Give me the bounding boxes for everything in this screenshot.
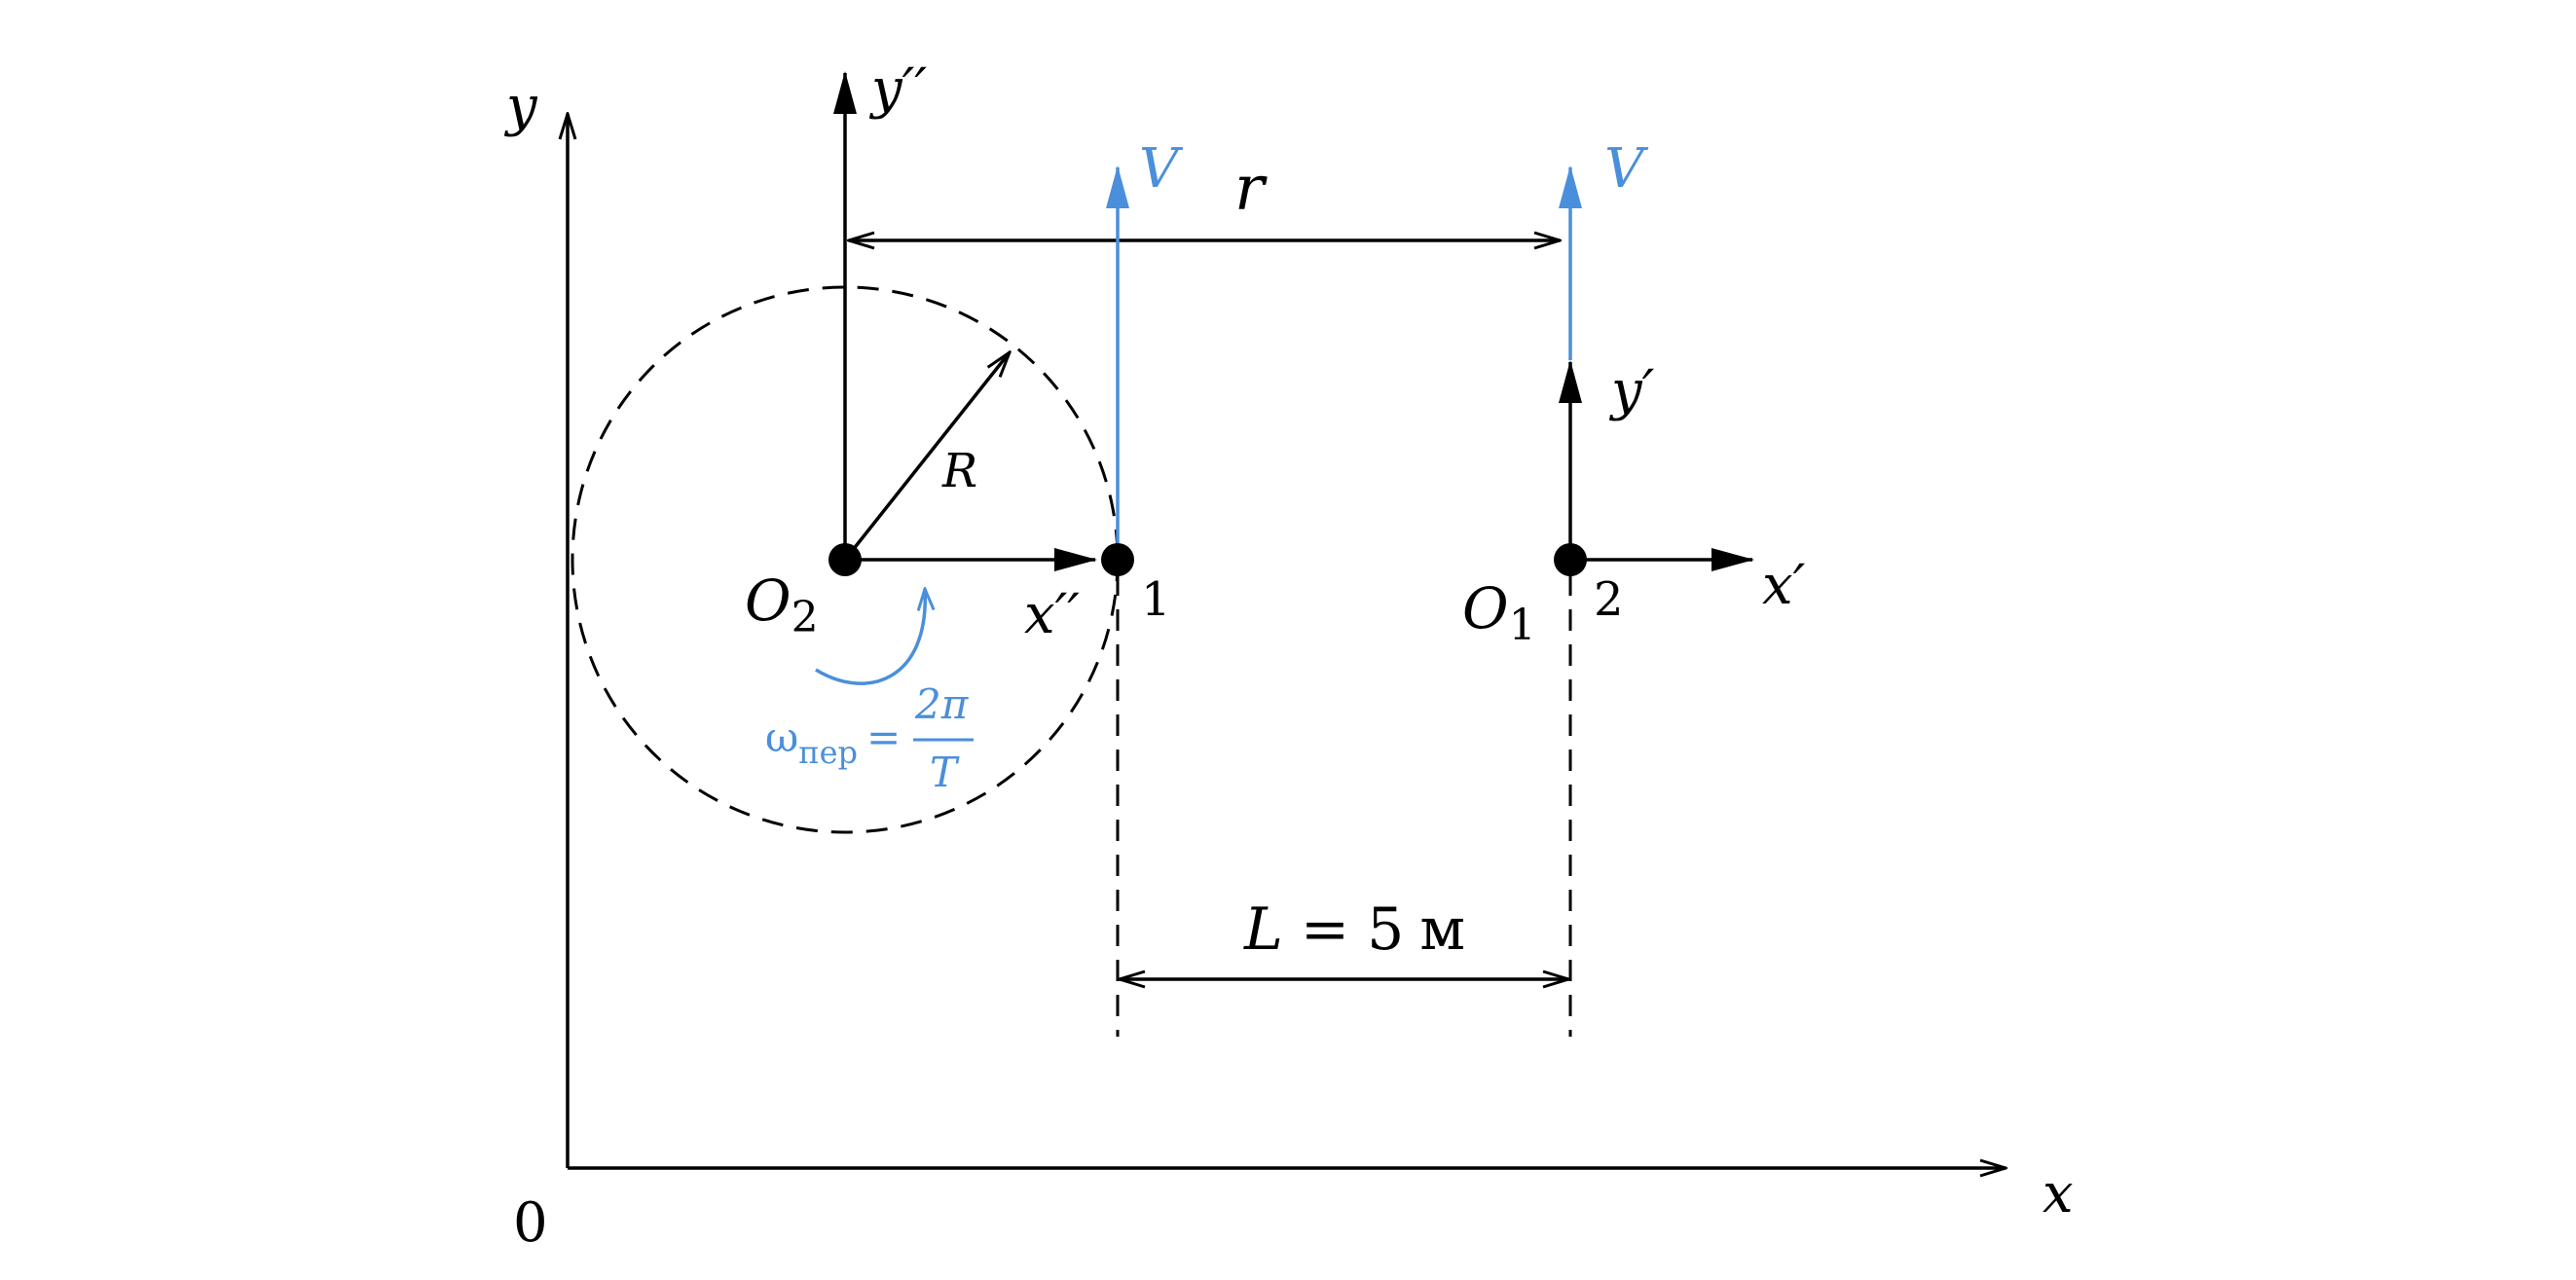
rotation-arrow: [815, 589, 925, 685]
radius-arrow: [843, 352, 1010, 562]
distance-r-label: r: [1234, 153, 1268, 225]
omega-symbol: ω: [765, 713, 798, 761]
moving-x-label: x′′: [1024, 583, 1080, 646]
omega-numerator: 2π: [914, 680, 970, 728]
point-2-label: 2: [1594, 572, 1624, 627]
point-2: [1554, 543, 1587, 576]
velocity-1-label: V: [1139, 137, 1184, 201]
omega-formula: ωпер = 2π T: [765, 680, 974, 796]
o1-label: O1: [1462, 575, 1536, 650]
origin-label: 0: [513, 1191, 548, 1255]
moving-y-label: y′′: [868, 57, 927, 121]
svg-text:ωпер: ωпер: [765, 713, 858, 771]
frame1-x-label: x′: [1762, 554, 1806, 617]
velocity-2-label: V: [1604, 137, 1649, 201]
omega-subscript: пер: [798, 734, 858, 771]
point-1: [1101, 543, 1134, 576]
point-1-label: 1: [1141, 572, 1171, 627]
o2-label: O2: [745, 567, 819, 642]
main-x-label: x: [2042, 1162, 2074, 1225]
point-o2: [828, 543, 862, 576]
omega-equals: =: [866, 713, 901, 761]
frame1-y-label: y′: [1608, 359, 1655, 422]
radius-label: R: [941, 444, 977, 498]
omega-denominator: T: [930, 749, 960, 796]
main-y-label: y: [503, 75, 538, 138]
